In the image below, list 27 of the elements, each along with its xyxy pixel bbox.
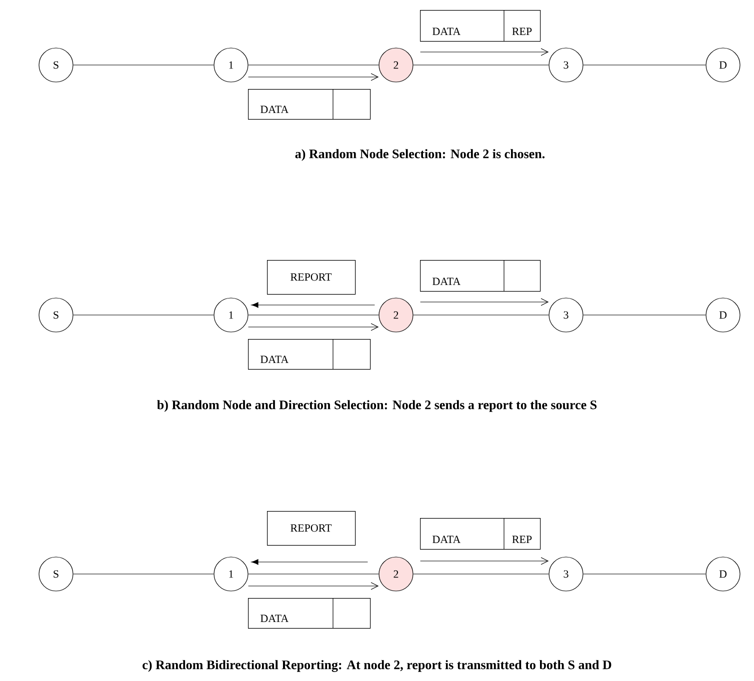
packet-box: REPORT <box>267 511 356 546</box>
arrow <box>248 582 379 590</box>
arrow <box>248 73 379 81</box>
arrow <box>420 557 549 565</box>
packet-box: DATA REP <box>420 518 541 550</box>
caption: b) Random Node and Direction Selection: Node 2 sends a report to the source S <box>157 400 597 412</box>
caption: a) Random Node Selection: Node 2 is chosen. <box>295 149 545 161</box>
arrow <box>251 559 368 565</box>
arrow <box>420 298 549 306</box>
link-line <box>413 64 549 66</box>
link-line <box>73 64 214 66</box>
arrow <box>251 302 375 308</box>
link-line <box>73 314 214 316</box>
packet-box: DATA <box>248 88 371 120</box>
packet-box: DATA REP <box>420 10 541 42</box>
caption: c) Random Bidirectional Reporting: At node 2, report is transmitted to both S and D <box>142 660 612 672</box>
packet-box: DATA <box>248 598 371 629</box>
packet-box: REPORT <box>267 260 356 295</box>
packet-box: DATA <box>248 338 371 370</box>
link-line <box>248 314 379 316</box>
link-line <box>583 64 706 66</box>
link-line <box>583 314 706 316</box>
link-line <box>413 314 549 316</box>
link-line <box>248 64 379 66</box>
arrow <box>248 323 379 331</box>
arrow <box>420 48 549 56</box>
packet-box: DATA <box>420 260 541 292</box>
